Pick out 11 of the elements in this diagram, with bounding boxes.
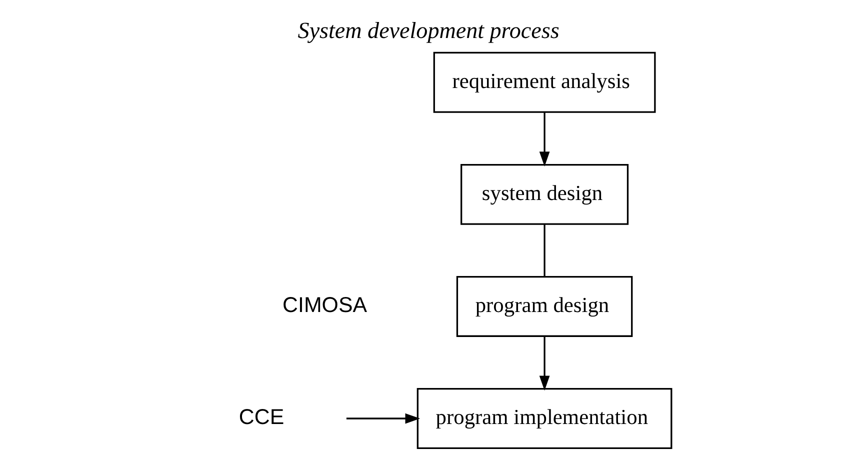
- arrow: [346, 413, 420, 424]
- connector: [544, 224, 546, 276]
- label: CIMOSA: [282, 293, 368, 318]
- node-box: system design: [460, 164, 629, 225]
- diagram-title: System development process: [298, 17, 560, 44]
- node-box: program design: [456, 276, 633, 337]
- arrow: [539, 112, 550, 167]
- node-box: program implementation: [416, 388, 672, 449]
- node-text: CCE: [238, 405, 284, 430]
- node-box: requirement analysis: [433, 52, 656, 113]
- arrow: [539, 336, 550, 391]
